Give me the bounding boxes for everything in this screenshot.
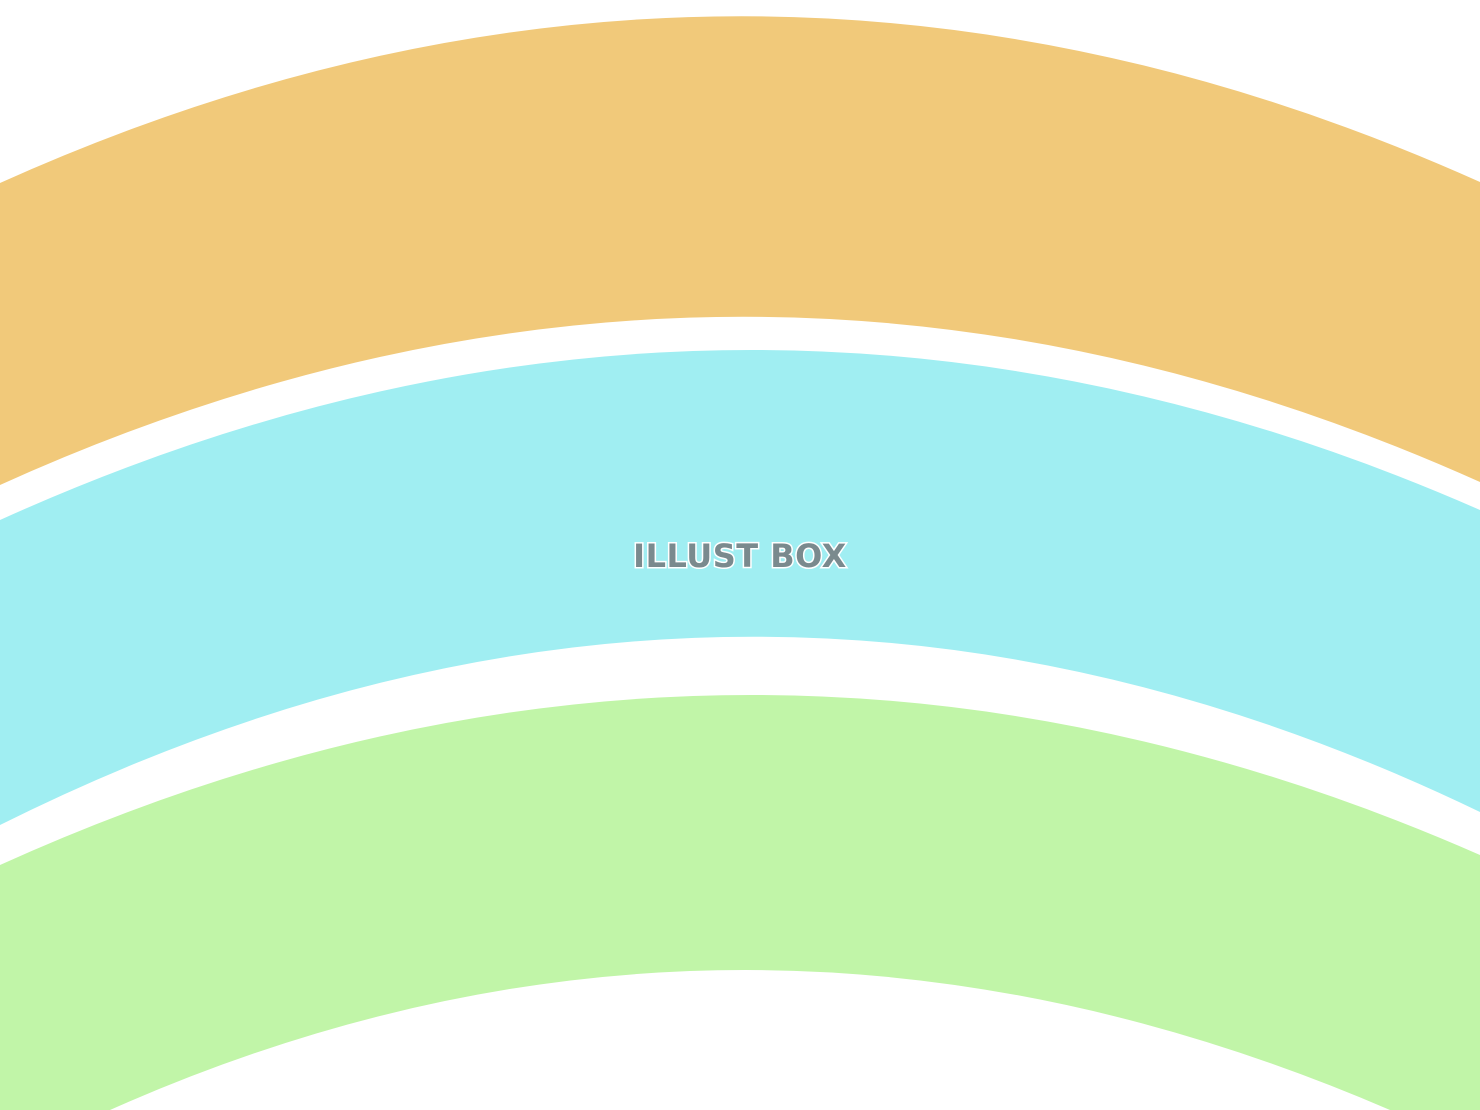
orange-band — [0, 16, 1480, 485]
watermark-text: ILLUST BOX — [633, 537, 847, 575]
cyan-band — [0, 349, 1480, 825]
green-band — [0, 694, 1480, 1110]
